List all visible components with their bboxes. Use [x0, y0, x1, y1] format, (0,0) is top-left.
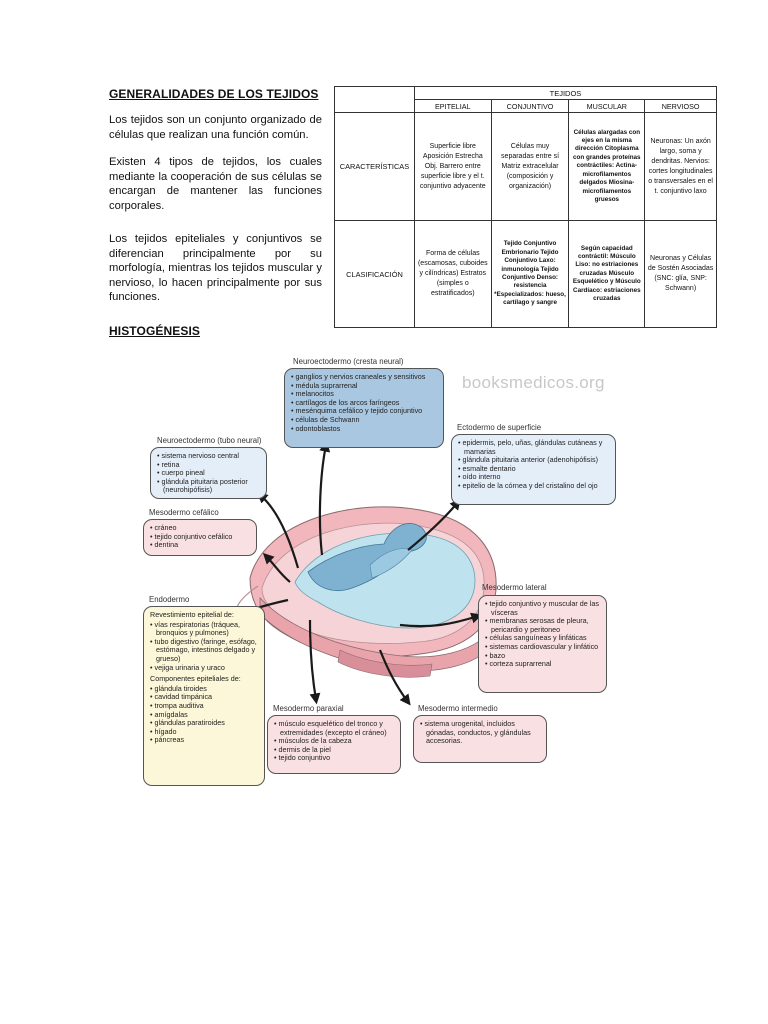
list-item: tejido conjuntivo cefálico [150, 532, 250, 542]
label-cresta-neural: Neuroectodermo (cresta neural) [293, 357, 404, 366]
list-item: páncreas [150, 736, 258, 745]
box-ectodermo-superficie: epidermis, pelo, uñas, glándulas cutánea… [451, 434, 616, 505]
list-item: epidermis, pelo, uñas, glándulas cutánea… [458, 438, 609, 456]
list-item: glándula pituitaria anterior (adenohipóf… [458, 456, 609, 465]
column-header-muscular: MUSCULAR [568, 99, 646, 113]
list-item: sistema urogenital, incluidos gónadas, c… [420, 719, 540, 746]
table-header-tejidos: TEJIDOS [413, 86, 718, 100]
label-ectodermo-superficie: Ectodermo de superficie [457, 423, 542, 432]
list-item: glándulas paratiroides [150, 719, 258, 728]
list-item: retina [157, 460, 260, 470]
table-row-clasificacion: CLASIFICACIÓN Forma de células (escamosa… [334, 220, 717, 328]
table-corner-cell [334, 86, 415, 113]
box-mesodermo-paraxial: músculo esquelético del tronco y extremi… [267, 715, 401, 774]
endodermo-subtitle-revestimiento: Revestimiento epitelial de: [150, 610, 234, 619]
column-header-epitelial: EPITELIAL [413, 99, 492, 113]
section-title-generalidades: GENERALIDADES DE LOS TEJIDOS [109, 87, 319, 101]
box-mesodermo-intermedio: sistema urogenital, incluidos gónadas, c… [413, 715, 547, 763]
column-header-conjuntivo: CONJUNTIVO [490, 99, 570, 113]
list-item: cuerpo pineal [157, 469, 260, 478]
table-cell: Superficie libre Aposición Estrecha Obj.… [413, 112, 492, 221]
box-endodermo: Revestimiento epitelial de: vías respira… [143, 606, 265, 786]
table-cell: Neuronas: Un axón largo, soma y dendrita… [644, 112, 717, 221]
paragraph-tipos: Existen 4 tipos de tejidos, los cuales m… [109, 156, 322, 212]
list-item: tubo digestivo (faringe, esófago, estóma… [150, 637, 258, 664]
watermark: booksmedicos.org [462, 373, 605, 392]
table-cell: Forma de células (escamosas, cuboides y … [413, 220, 492, 328]
box-cresta-neural: ganglios y nervios craneales y sensitivo… [284, 368, 444, 448]
list-item: cavidad timpánica [150, 693, 258, 702]
column-header-nervioso: NERVIOSO [644, 99, 717, 113]
endodermo-subtitle-componentes: Componentes epiteliales de: [150, 674, 241, 684]
list-item: epitelio de la córnea y del cristalino d… [458, 481, 609, 491]
list-item: hígado [150, 727, 258, 737]
list-item: células sanguíneas y linfáticas [485, 634, 600, 643]
label-mesodermo-intermedio: Mesodermo intermedio [418, 704, 498, 713]
list-item: células de Schwann [291, 415, 437, 425]
list-item: sistemas cardiovascular y linfático [485, 642, 600, 652]
list-item: músculo esquelético del tronco y extremi… [274, 719, 394, 737]
list-item: sistema nervioso central [157, 451, 260, 461]
label-endodermo: Endodermo [149, 595, 190, 604]
box-mesodermo-lateral: tejido conjuntivo y muscular de las vísc… [478, 595, 607, 693]
list-item: médula suprarrenal [291, 381, 437, 391]
list-item: odontoblastos [291, 424, 437, 434]
section-title-histogenesis: HISTOGÉNESIS [109, 324, 201, 338]
paragraph-diferencias: Los tejidos epiteliales y conjuntivos se… [109, 233, 322, 304]
list-item: mesénquima cefálico y tejido conjuntivo [291, 407, 437, 416]
tissues-table: TEJIDOS EPITELIAL CONJUNTIVO MUSCULAR NE… [334, 86, 718, 328]
list-item: trompa auditiva [150, 701, 258, 711]
row-label-clasificacion: CLASIFICACIÓN [334, 220, 415, 328]
list-item: ganglios y nervios craneales y sensitivo… [291, 372, 437, 382]
list-item: vejiga urinaria y uraco [150, 663, 258, 673]
list-item: tejido conjuntivo y muscular de las vísc… [485, 599, 600, 617]
list-item: oído interno [458, 473, 609, 482]
label-mesodermo-lateral: Mesodermo lateral [482, 583, 547, 592]
box-tubo-neural: sistema nervioso central retina cuerpo p… [150, 447, 267, 499]
list-item: melanocitos [291, 390, 437, 399]
list-item: músculos de la cabeza [274, 737, 394, 746]
list-item: cráneo [150, 523, 250, 533]
list-item: membranas serosas de pleura, pericardio … [485, 616, 600, 634]
table-cell: Neuronas y Células de Sostén Asociadas (… [644, 220, 717, 328]
label-mesodermo-paraxial: Mesodermo paraxial [273, 704, 344, 713]
list-item: glándula pituitaria posterior (neurohipó… [157, 477, 260, 495]
label-mesodermo-cefalico: Mesodermo cefálico [149, 508, 219, 517]
list-item: bazo [485, 651, 600, 661]
list-item: esmalte dentario [458, 464, 609, 474]
table-row-caracteristicas: CARACTERÍSTICAS Superficie libre Aposici… [334, 112, 717, 221]
list-item: glándula tiroides [150, 684, 258, 694]
paragraph-intro: Los tejidos son un conjunto organizado d… [109, 114, 322, 141]
list-item: corteza suprarrenal [485, 660, 600, 669]
table-cell: Células alargadas con ejes en la misma d… [568, 112, 646, 221]
table-cell: Según capacidad contráctil: Músculo Liso… [568, 220, 646, 328]
label-tubo-neural: Neuroectodermo (tubo neural) [157, 436, 262, 445]
list-item: tejido conjuntivo [274, 754, 394, 763]
embryo-illustration [235, 440, 497, 706]
list-item: amígdalas [150, 710, 258, 720]
list-item: cartílagos de los arcos faríngeos [291, 398, 437, 408]
list-item: vías respiratorias (tráquea, bronquios y… [150, 620, 258, 638]
list-item: dentina [150, 541, 250, 550]
row-label-caracteristicas: CARACTERÍSTICAS [334, 112, 415, 221]
table-cell: Células muy separadas entre sí Matriz ex… [490, 112, 570, 221]
list-item: dermis de la piel [274, 745, 394, 755]
box-mesodermo-cefalico: cráneo tejido conjuntivo cefálico dentin… [143, 519, 257, 556]
table-cell: Tejido Conjuntivo Embrionario Tejido Con… [490, 220, 570, 328]
